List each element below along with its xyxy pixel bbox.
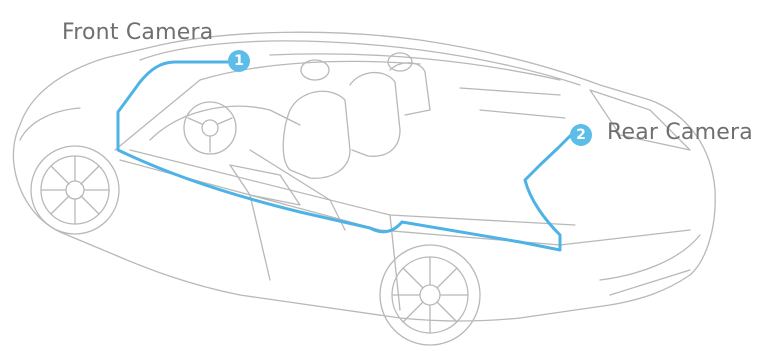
rear-bumper xyxy=(600,235,700,280)
front-seat xyxy=(350,73,400,157)
door-line xyxy=(250,195,270,280)
windshield xyxy=(115,61,420,150)
rear-camera-label: Rear Camera xyxy=(607,120,753,145)
dashboard xyxy=(150,106,300,140)
belt-line xyxy=(130,150,575,225)
front-bumper xyxy=(20,108,80,140)
steering-hub xyxy=(202,120,218,136)
side-sill xyxy=(120,160,690,245)
front-seat xyxy=(283,91,350,178)
car-body xyxy=(13,32,715,321)
front-camera-marker: 1 xyxy=(228,50,250,72)
rear-camera-marker: 2 xyxy=(570,124,592,146)
front-wheel xyxy=(31,146,119,234)
front-camera-label: Front Camera xyxy=(62,20,213,45)
rear-wheel xyxy=(380,245,480,345)
car-outline xyxy=(13,32,715,345)
